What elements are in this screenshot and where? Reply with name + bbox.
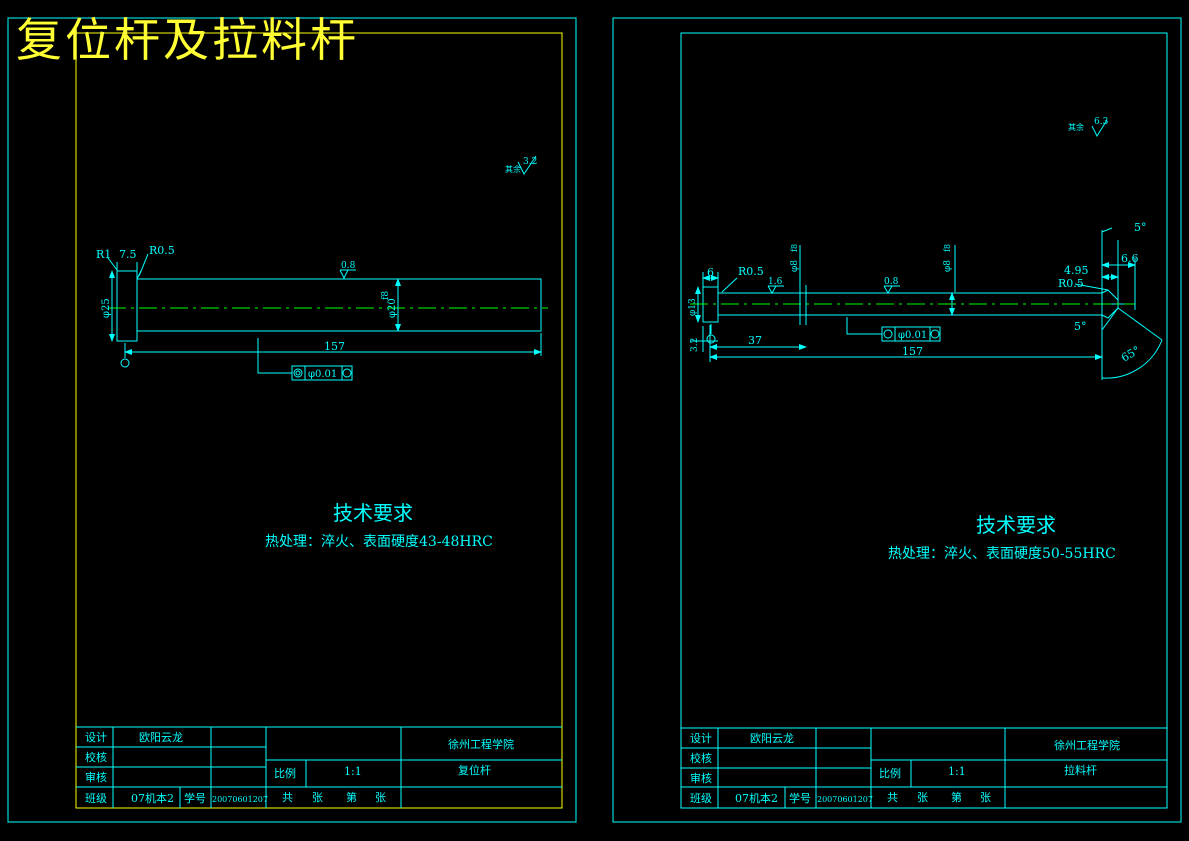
sprue-puller-drawing xyxy=(690,119,1163,380)
dim-other-surface: 其余 xyxy=(1068,122,1084,132)
tb-scale-label: 比例 xyxy=(879,766,901,780)
dim-dia-head: φ13 xyxy=(688,298,698,316)
dim-other-surface: 其余 xyxy=(505,164,521,174)
tb-designer: 欧阳云龙 xyxy=(750,732,794,745)
tb-id-val: 20070601207 xyxy=(817,795,873,804)
tb-designer-label: 设计 xyxy=(690,732,712,745)
dim-tolerance: φ0.01 xyxy=(898,330,927,341)
right-tech-text: 热处理：淬火、表面硬度50-55HRC xyxy=(888,546,1116,562)
dim-len1: 37 xyxy=(748,334,762,347)
tb-designer-label: 设计 xyxy=(85,731,107,744)
reset-rod-drawing xyxy=(107,155,548,381)
dim-fit1: f8 xyxy=(790,244,799,252)
dim-66: 6.6 xyxy=(1121,252,1139,265)
tb-no: 第 xyxy=(951,790,962,804)
tb-proof-label: 校核 xyxy=(690,751,712,765)
dim-surface: 0.8 xyxy=(341,261,356,271)
dim-dia1: φ8 xyxy=(790,260,800,272)
dim-length: 157 xyxy=(902,345,923,358)
tb-school: 徐州工程学院 xyxy=(1054,738,1120,752)
tb-id-label: 学号 xyxy=(789,791,811,805)
dim-other-val: 3.2 xyxy=(523,157,537,167)
dim-fillet: R0.5 xyxy=(149,244,175,257)
dim-ang3: 65° xyxy=(1119,344,1142,365)
tb-id-label: 学号 xyxy=(184,791,206,805)
left-tech-text: 热处理：淬火、表面硬度43-48HRC xyxy=(265,534,493,550)
dim-surf1: 1.6 xyxy=(768,277,783,287)
right-sheet: 6 R0.5 37 157 3.2 φ13 1.6 0.8 φ8 f8 φ8 f… xyxy=(612,17,1182,823)
tb-sheet: 张 xyxy=(917,791,928,804)
tb-sheet2: 张 xyxy=(980,791,991,804)
tb-scale-label: 比例 xyxy=(274,766,296,780)
left-sheet: R1 7.5 R0.5 157 0.8 其余 3.2 φ0.01 φ25 φ20… xyxy=(7,17,577,823)
dim-head-width: 7.5 xyxy=(119,248,137,261)
dim-ang1: 5° xyxy=(1134,221,1147,234)
dim-fit2: f8 xyxy=(943,244,952,252)
tb-sheet2: 张 xyxy=(375,791,386,804)
dim-tolerance: φ0.01 xyxy=(308,369,337,380)
left-outer-frame xyxy=(7,17,577,823)
left-title-block-text: 设计 欧阳云龙 校核 审核 班级 07机本2 学号 20070601207 徐州… xyxy=(85,731,514,805)
tb-no: 第 xyxy=(346,790,357,804)
right-title-block-text: 设计 欧阳云龙 校核 审核 班级 07机本2 学号 20070601207 徐州… xyxy=(690,732,1120,805)
tb-designer: 欧阳云龙 xyxy=(139,731,183,744)
tb-class-label: 班级 xyxy=(690,792,712,805)
dim-surf2: 0.8 xyxy=(884,277,899,287)
dim-dia-head: φ25 xyxy=(101,298,112,318)
left-tech-title: 技术要求 xyxy=(333,501,413,525)
tb-class-label: 班级 xyxy=(85,792,107,805)
tb-class-val: 07机本2 xyxy=(131,791,174,805)
dim-length: 157 xyxy=(324,340,345,353)
tb-part: 复位杆 xyxy=(458,763,491,777)
dim-other-val: 6.3 xyxy=(1094,117,1109,127)
dim-dia2: φ8 xyxy=(943,260,953,272)
tb-part: 拉料杆 xyxy=(1064,763,1097,777)
dim-fillet: R0.5 xyxy=(738,265,764,278)
right-tech-title: 技术要求 xyxy=(976,513,1056,537)
dim-head-width: 6 xyxy=(707,266,714,279)
right-outer-frame xyxy=(612,17,1182,823)
left-inner-frame xyxy=(75,32,563,809)
tb-total: 共 xyxy=(887,791,898,804)
dim-r-end: R0.5 xyxy=(1058,277,1084,290)
dim-dia-shaft: φ20 xyxy=(387,298,398,318)
tb-class-val: 07机本2 xyxy=(735,791,778,805)
reset-rod-dims: R1 7.5 R0.5 157 0.8 其余 3.2 φ0.01 φ25 φ20… xyxy=(96,157,537,380)
tb-scale-val: 1:1 xyxy=(344,765,362,778)
left-title-block xyxy=(76,726,562,808)
tb-review-label: 审核 xyxy=(85,770,107,784)
tb-id-val: 20070601207 xyxy=(212,795,268,804)
tb-review-label: 审核 xyxy=(690,771,712,785)
tb-sheet: 张 xyxy=(312,791,323,804)
dim-r1: R1 xyxy=(96,248,111,261)
dim-fit: f8 xyxy=(381,291,391,300)
drawing-title: 复位杆及拉料杆 xyxy=(16,13,359,67)
sprue-puller-dims: 6 R0.5 37 157 3.2 φ13 1.6 0.8 φ8 f8 φ8 f… xyxy=(688,117,1147,365)
right-inner-frame xyxy=(680,32,1168,809)
right-title-block xyxy=(681,727,1167,808)
tb-school: 徐州工程学院 xyxy=(448,737,514,751)
dim-495: 4.95 xyxy=(1064,264,1089,277)
tb-total: 共 xyxy=(282,791,293,804)
dim-offset: 3.2 xyxy=(690,338,700,352)
tb-proof-label: 校核 xyxy=(85,750,107,764)
dim-ang2: 5° xyxy=(1074,320,1087,333)
tb-scale-val: 1:1 xyxy=(948,765,966,778)
